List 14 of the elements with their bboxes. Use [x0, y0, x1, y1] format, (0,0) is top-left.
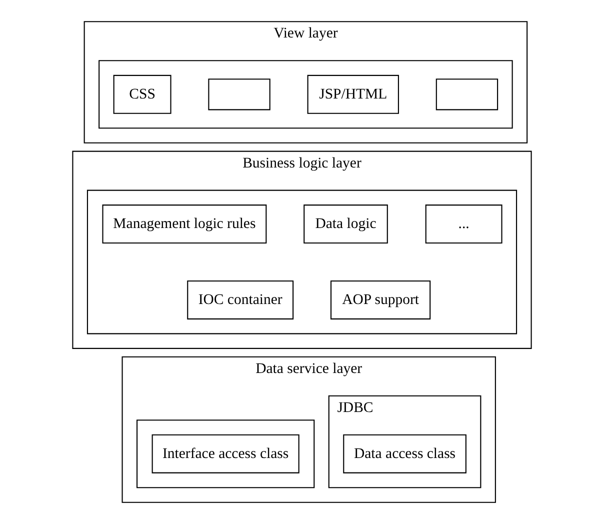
node-box — [436, 78, 498, 110]
cluster — [86, 189, 518, 334]
node-box: Data access class — [343, 434, 466, 473]
node-box: IOC container — [187, 280, 294, 319]
node-box: JSP/HTML — [307, 74, 399, 114]
cluster — [136, 419, 315, 488]
node-box: Data logic — [304, 204, 388, 244]
node-box — [208, 78, 270, 110]
node-box: ... — [425, 204, 502, 244]
node-box: Interface access class — [152, 434, 300, 473]
cluster — [98, 60, 513, 128]
node-box: AOP support — [330, 280, 431, 319]
node-box: Management logic rules — [102, 204, 267, 244]
node-box: CSS — [113, 74, 172, 114]
